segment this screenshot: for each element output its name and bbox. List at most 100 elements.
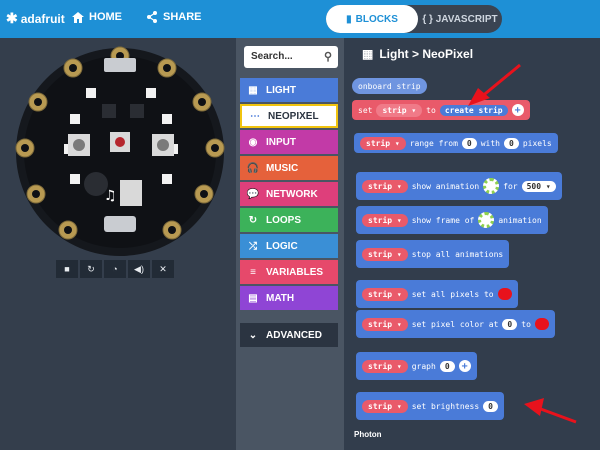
create-strip-block[interactable]: create strip <box>439 104 508 116</box>
toolbox-category-label: ADVANCED <box>266 329 322 341</box>
strip-variable[interactable]: strip ▾ <box>376 103 423 117</box>
toolbox-category-light[interactable]: ▦ LIGHT <box>240 78 338 102</box>
plus-icon[interactable]: + <box>511 104 524 116</box>
circuit-playground-board[interactable]: ♫ <box>12 44 228 260</box>
to-label: to <box>521 319 531 329</box>
animation-label: animation <box>498 215 542 225</box>
javascript-tab[interactable]: { } JAVASCRIPT <box>418 5 502 33</box>
brightness-value[interactable]: 0 <box>483 400 498 412</box>
show-animation-label: show animation <box>411 181 480 191</box>
fullscreen-button[interactable]: ✕ <box>152 260 174 278</box>
calculator-icon: ▤ <box>248 292 258 304</box>
brand-name: adafruit <box>20 11 65 26</box>
shuffle-icon: ⤮ <box>249 240 257 252</box>
toolbox-category-variables[interactable]: ≡VARIABLES <box>240 260 338 284</box>
list-icon: ≡ <box>250 266 256 278</box>
graph-value[interactable]: 0 <box>439 360 455 372</box>
set-pixel-label: set pixel color at <box>411 319 499 329</box>
javascript-tab-label: { } JAVASCRIPT <box>422 13 498 25</box>
onboard-strip-block[interactable]: onboard strip <box>352 78 427 94</box>
set-all-label: set all pixels to <box>411 289 494 299</box>
stop-animations-block[interactable]: strip ▾ stop all animations <box>356 240 510 268</box>
range-from-value[interactable]: 0 <box>461 137 477 149</box>
toolbox-category-input[interactable]: ◉ INPUT <box>240 130 338 154</box>
toolbox-category-loops[interactable]: ↻LOOPS <box>240 208 338 232</box>
strip-variable[interactable]: strip ▾ <box>362 317 408 331</box>
toolbox-category-logic[interactable]: ⤮ LOGIC <box>240 234 338 258</box>
toolbox-category-label: NETWORK <box>266 188 318 200</box>
speaker-icon: ◀) <box>134 263 144 274</box>
search-input[interactable]: Search... ⚲ <box>244 46 338 68</box>
snail-icon: ◔ <box>112 264 118 274</box>
strip-variable[interactable]: strip ▾ <box>362 287 408 301</box>
photon-section-label: Photon <box>354 430 382 439</box>
strip-variable[interactable]: strip ▾ <box>362 179 408 193</box>
toolbox-category-math[interactable]: ▤MATH <box>240 286 338 310</box>
toolbox-category-label: LOGIC <box>266 240 298 252</box>
restart-icon: ↻ <box>87 263 95 274</box>
graph-label: graph <box>411 361 436 371</box>
set-strip-block[interactable]: set strip ▾ to create strip + <box>352 100 530 120</box>
set-all-pixels-block[interactable]: strip ▾ set all pixels to <box>356 280 518 308</box>
toolbox-category-network[interactable]: 💬 NETWORK <box>240 182 338 206</box>
strip-variable[interactable]: strip ▾ <box>362 399 408 413</box>
color-picker[interactable] <box>497 288 512 300</box>
toolbox-category-label: INPUT <box>266 136 296 148</box>
brand-logo[interactable]: ✱ adafruit <box>6 10 65 27</box>
strip-variable[interactable]: strip ▾ <box>362 247 408 261</box>
grid-icon: ▦ <box>248 84 258 96</box>
animation-picker-icon[interactable] <box>483 178 500 194</box>
puzzle-icon: ▮ <box>346 13 352 25</box>
search-placeholder: Search... <box>251 51 293 62</box>
set-label: set <box>358 105 373 115</box>
range-from-label: range from <box>409 138 458 148</box>
target-icon: ◉ <box>248 136 258 148</box>
simulator-panel: ♫ ■ ↻ ◔ ◀) ✕ <box>0 38 236 450</box>
with-value[interactable]: 0 <box>503 137 519 149</box>
blocks-tab[interactable]: ▮ BLOCKS <box>326 5 418 33</box>
strip-variable[interactable]: strip ▾ <box>362 359 408 373</box>
color-picker[interactable] <box>534 318 549 330</box>
restart-button[interactable]: ↻ <box>80 260 102 278</box>
top-bar: ✱ adafruit HOME SHARE ▮ BLOCKS { } JAVAS… <box>0 0 600 38</box>
home-button[interactable]: HOME <box>72 11 122 23</box>
chat-icon: 💬 <box>246 188 260 200</box>
toolbox-category-label: MUSIC <box>266 162 299 174</box>
annotation-arrow-create-strip <box>468 63 521 106</box>
stop-all-label: stop all animations <box>411 249 504 259</box>
set-brightness-block[interactable]: strip ▾ set brightness 0 <box>356 392 504 420</box>
for-label: for <box>503 181 518 191</box>
toolbox-category-label: LIGHT <box>266 84 296 96</box>
show-frame-block[interactable]: strip ▾ show frame of animation <box>356 206 548 234</box>
pixel-index-value[interactable]: 0 <box>502 318 518 330</box>
editor-toggle: ▮ BLOCKS { } JAVASCRIPT <box>326 5 502 33</box>
show-animation-block[interactable]: strip ▾ show animation for 500 ▾ <box>356 172 562 200</box>
workspace-title-label: Light > NeoPixel <box>379 47 474 61</box>
with-label: with <box>480 138 500 148</box>
slow-mo-button[interactable]: ◔ <box>104 260 126 278</box>
toolbox-category-music[interactable]: 🎧 MUSIC <box>240 156 338 180</box>
toolbox-category-neopixel[interactable]: ⋯NEOPIXEL <box>240 104 338 128</box>
workspace-title: ▦ Light > NeoPixel <box>362 47 473 61</box>
annotation-arrow-brightness <box>524 398 577 424</box>
duration-dropdown[interactable]: 500 ▾ <box>521 180 556 192</box>
simulator-toolbar: ■ ↻ ◔ ◀) ✕ <box>56 260 178 278</box>
animation-picker-icon[interactable] <box>478 212 495 228</box>
graph-block[interactable]: strip ▾ graph 0 + <box>356 352 477 380</box>
strip-variable[interactable]: strip ▾ <box>362 213 408 227</box>
share-button[interactable]: SHARE <box>146 11 202 23</box>
fullscreen-icon: ✕ <box>159 263 167 274</box>
refresh-icon: ↻ <box>248 214 258 226</box>
onboard-strip-label: onboard strip <box>358 81 421 91</box>
strip-variable[interactable]: strip ▾ <box>360 136 406 150</box>
toolbox-category-advanced[interactable]: ⌄ADVANCED <box>240 323 338 347</box>
set-pixel-color-block[interactable]: strip ▾ set pixel color at 0 to <box>356 310 555 338</box>
stop-button[interactable]: ■ <box>56 260 78 278</box>
stop-icon: ■ <box>64 264 70 274</box>
show-frame-label: show frame of <box>411 215 475 225</box>
headphones-icon: 🎧 <box>246 162 260 174</box>
to-label: to <box>426 105 436 115</box>
plus-icon[interactable]: + <box>458 360 471 372</box>
mute-button[interactable]: ◀) <box>128 260 150 278</box>
range-block[interactable]: strip ▾ range from 0 with 0 pixels <box>354 133 558 153</box>
